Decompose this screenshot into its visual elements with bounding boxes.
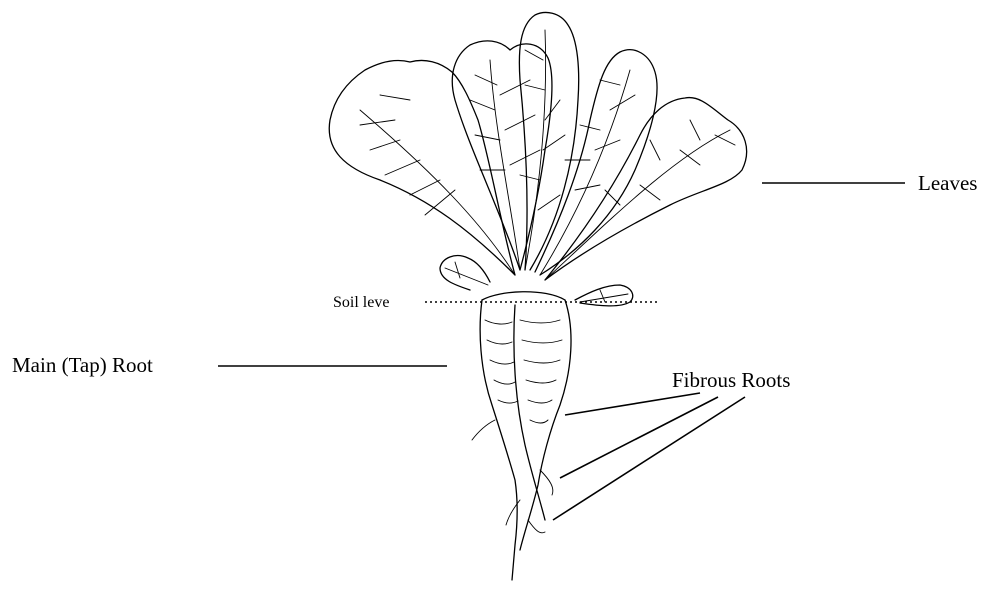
leaves-label: Leaves (918, 173, 977, 194)
tap-root-illustration (472, 292, 571, 580)
leaves-illustration (329, 12, 746, 305)
soil-level-label: Soil leve (333, 295, 389, 311)
fibrous-roots-label: Fibrous Roots (672, 370, 790, 391)
main-root-label: Main (Tap) Root (12, 355, 153, 376)
fibrous-leader-line-1 (565, 393, 700, 415)
fibrous-leader-line-3 (553, 397, 745, 520)
